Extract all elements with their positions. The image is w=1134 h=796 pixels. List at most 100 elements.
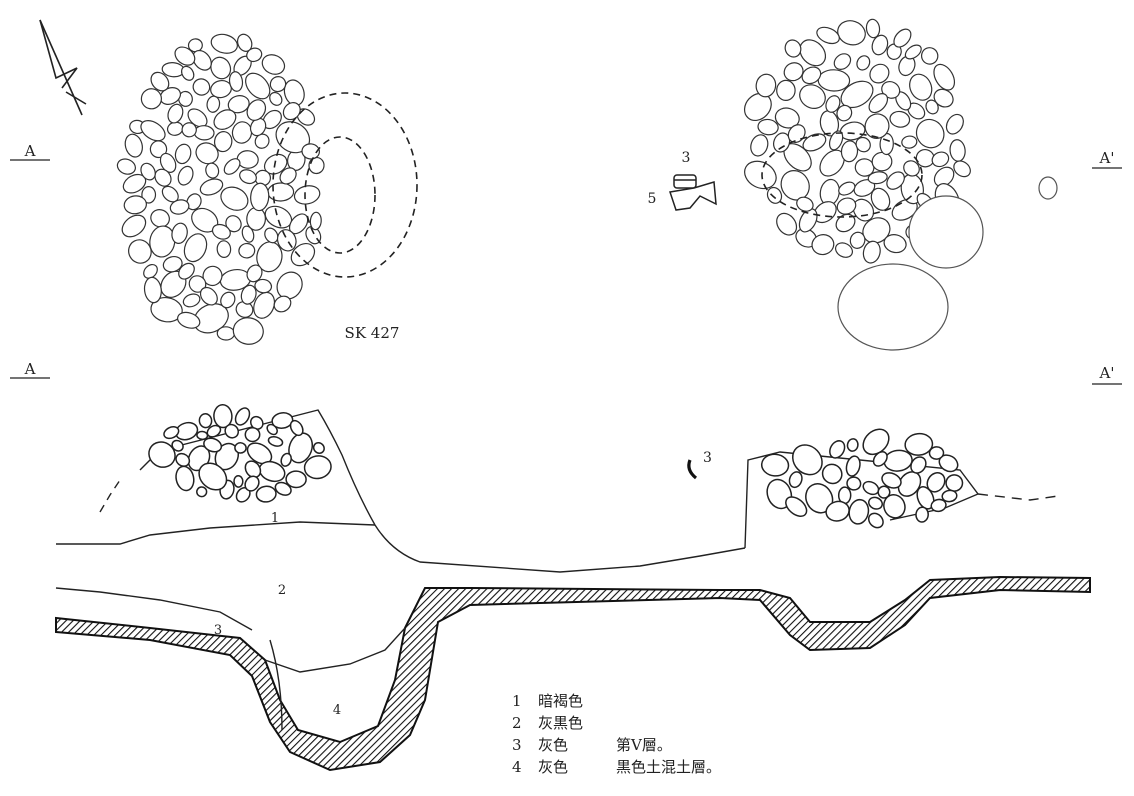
stone bbox=[250, 182, 270, 212]
stone bbox=[195, 142, 219, 165]
stone bbox=[280, 452, 292, 467]
legend-soil-color: 灰黒色 bbox=[538, 714, 584, 732]
stone bbox=[868, 496, 883, 510]
stone bbox=[825, 95, 841, 113]
stone bbox=[143, 276, 162, 304]
stone bbox=[931, 151, 950, 168]
stone bbox=[273, 295, 292, 313]
stone bbox=[124, 133, 143, 158]
stone bbox=[928, 446, 945, 460]
stone bbox=[945, 113, 964, 135]
stone bbox=[869, 63, 890, 84]
stone bbox=[883, 493, 906, 519]
stone bbox=[953, 160, 971, 178]
stone bbox=[920, 47, 939, 65]
stone bbox=[148, 441, 176, 468]
pit-outline-sk427 bbox=[272, 92, 418, 278]
stone bbox=[750, 134, 769, 157]
stone bbox=[227, 95, 250, 114]
stone bbox=[246, 207, 267, 231]
stone bbox=[760, 453, 790, 477]
stone bbox=[879, 132, 894, 156]
stone bbox=[909, 73, 933, 101]
stone bbox=[269, 91, 283, 106]
stone bbox=[837, 20, 866, 46]
stone bbox=[196, 486, 208, 498]
stone bbox=[228, 71, 244, 92]
section-stones-right bbox=[760, 428, 964, 529]
stone bbox=[193, 125, 215, 141]
stone bbox=[231, 121, 253, 144]
stone bbox=[234, 442, 247, 454]
stone bbox=[840, 80, 874, 109]
section-pit-left bbox=[99, 409, 376, 526]
stone bbox=[856, 55, 871, 71]
stone bbox=[171, 222, 188, 244]
stone bbox=[211, 223, 231, 240]
stone bbox=[864, 113, 890, 140]
stone bbox=[198, 413, 213, 429]
stone bbox=[903, 160, 920, 177]
legend-number: 2 bbox=[512, 714, 522, 732]
stone bbox=[904, 44, 922, 60]
legend-note: 黒色土混土層。 bbox=[616, 758, 722, 776]
section-subsoil-hatched bbox=[55, 575, 1091, 772]
stone bbox=[174, 143, 192, 165]
stone bbox=[855, 136, 871, 153]
stone bbox=[183, 233, 208, 263]
stone bbox=[162, 255, 183, 273]
stone bbox=[271, 412, 294, 429]
stone bbox=[802, 133, 827, 152]
stone bbox=[840, 140, 859, 163]
plan-marker-a-prime: A' bbox=[1099, 149, 1115, 167]
stone bbox=[255, 485, 277, 503]
stone bbox=[904, 432, 934, 456]
stone bbox=[801, 66, 822, 85]
feature-label-sk427: SK 427 bbox=[345, 324, 400, 342]
stone bbox=[871, 34, 889, 56]
stone bbox=[312, 442, 325, 454]
stone bbox=[877, 485, 891, 499]
stone bbox=[123, 195, 147, 215]
stone bbox=[182, 293, 201, 308]
plan-artifact-label-5: 5 bbox=[648, 191, 657, 207]
stone bbox=[192, 49, 212, 71]
stone bbox=[279, 167, 297, 185]
stone bbox=[776, 79, 796, 101]
legend-number: 1 bbox=[512, 692, 522, 710]
stone bbox=[269, 76, 287, 93]
stone bbox=[238, 242, 256, 259]
stone bbox=[910, 456, 927, 474]
stone bbox=[202, 265, 223, 287]
stone bbox=[150, 71, 170, 92]
stone bbox=[868, 93, 889, 114]
stone bbox=[836, 104, 853, 122]
stone bbox=[121, 214, 147, 238]
stone bbox=[881, 472, 902, 489]
stone bbox=[233, 474, 244, 488]
stone bbox=[854, 158, 875, 177]
stone bbox=[254, 133, 270, 149]
section-marker-a-prime: A' bbox=[1099, 364, 1115, 382]
stone bbox=[798, 208, 818, 233]
stone bbox=[205, 162, 220, 179]
stone bbox=[849, 231, 866, 249]
legend-note: 第Ⅴ層。 bbox=[616, 736, 672, 754]
layer-label-1: 1 bbox=[271, 511, 279, 526]
stone bbox=[213, 109, 237, 130]
stone bbox=[232, 317, 264, 345]
stone bbox=[128, 239, 152, 264]
stone bbox=[141, 186, 157, 204]
stone bbox=[784, 39, 802, 58]
stone bbox=[216, 326, 236, 341]
stone bbox=[289, 419, 304, 437]
stone bbox=[220, 291, 236, 309]
stone bbox=[925, 99, 939, 115]
stone bbox=[210, 56, 232, 80]
plan-artifact-label-3: 3 bbox=[682, 150, 691, 166]
stone bbox=[244, 475, 260, 492]
stone bbox=[889, 110, 911, 128]
stone bbox=[263, 153, 288, 175]
stone bbox=[261, 54, 286, 75]
